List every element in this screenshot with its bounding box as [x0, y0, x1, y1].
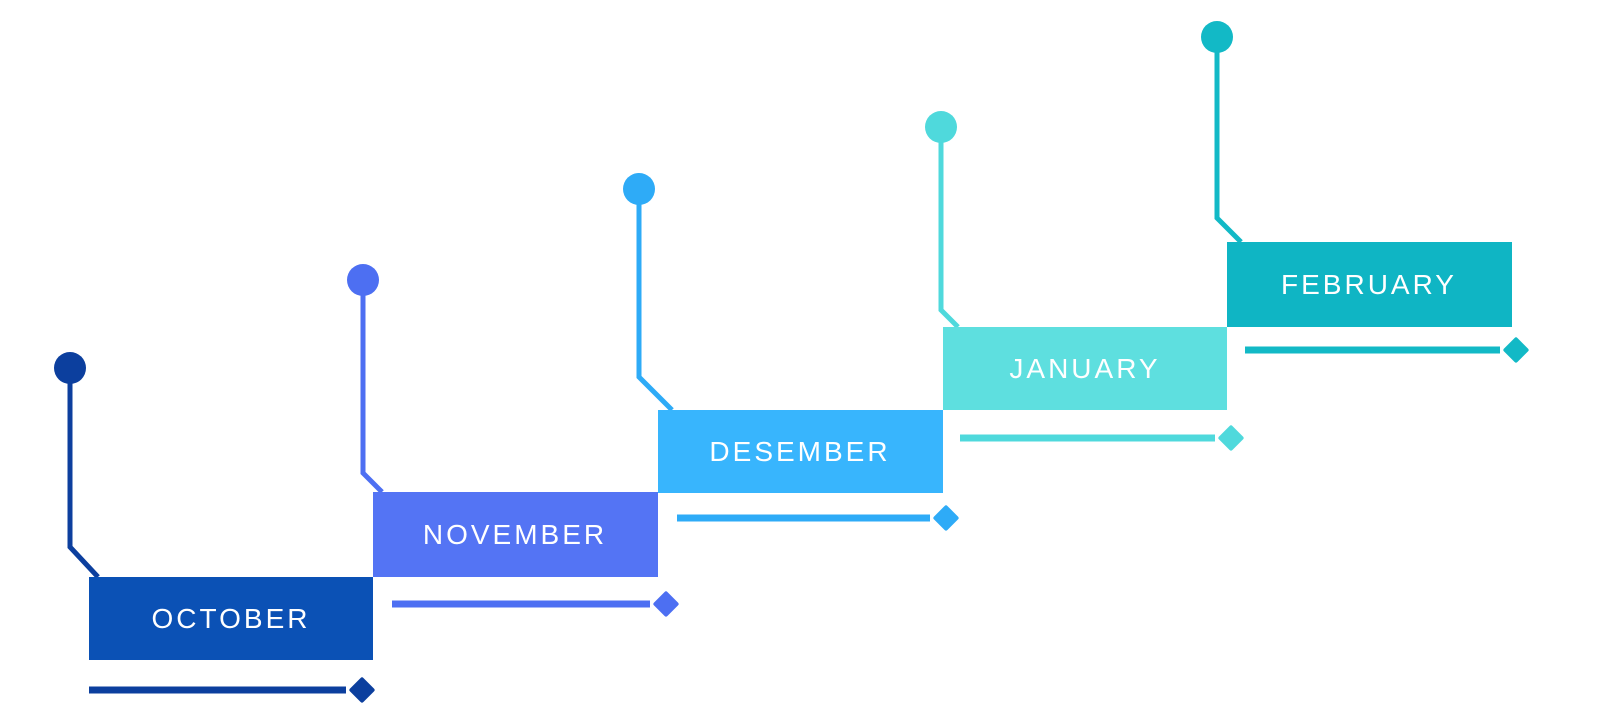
october-label: OCTOBER [152, 603, 311, 634]
november-diamond-marker [653, 591, 679, 617]
november-box [373, 492, 658, 577]
february-diamond-marker [1503, 337, 1529, 363]
october-box [89, 577, 373, 660]
timeline-item-november: NOVEMBER [347, 264, 679, 617]
desember-label: DESEMBER [709, 436, 890, 467]
timeline-item-october: OCTOBER [54, 352, 375, 703]
february-box [1227, 242, 1512, 327]
timeline-item-february: FEBRUARY [1201, 21, 1529, 363]
january-label: JANUARY [1009, 353, 1160, 384]
january-milestone-dot [925, 111, 957, 143]
october-diamond-marker [349, 677, 375, 703]
desember-connector-line [636, 189, 674, 412]
january-box [943, 327, 1227, 410]
desember-box [658, 410, 943, 493]
october-milestone-dot [54, 352, 86, 384]
timeline-item-january: JANUARY [925, 111, 1244, 451]
february-connector-line [1214, 37, 1243, 244]
november-connector-line [360, 280, 384, 494]
january-connector-line [938, 127, 960, 329]
november-label: NOVEMBER [423, 519, 607, 550]
february-label: FEBRUARY [1281, 269, 1457, 300]
timeline-item-desember: DESEMBER [623, 173, 959, 531]
desember-milestone-dot [623, 173, 655, 205]
october-connector-line [67, 368, 100, 579]
february-milestone-dot [1201, 21, 1233, 53]
desember-diamond-marker [933, 505, 959, 531]
january-diamond-marker [1218, 425, 1244, 451]
november-milestone-dot [347, 264, 379, 296]
